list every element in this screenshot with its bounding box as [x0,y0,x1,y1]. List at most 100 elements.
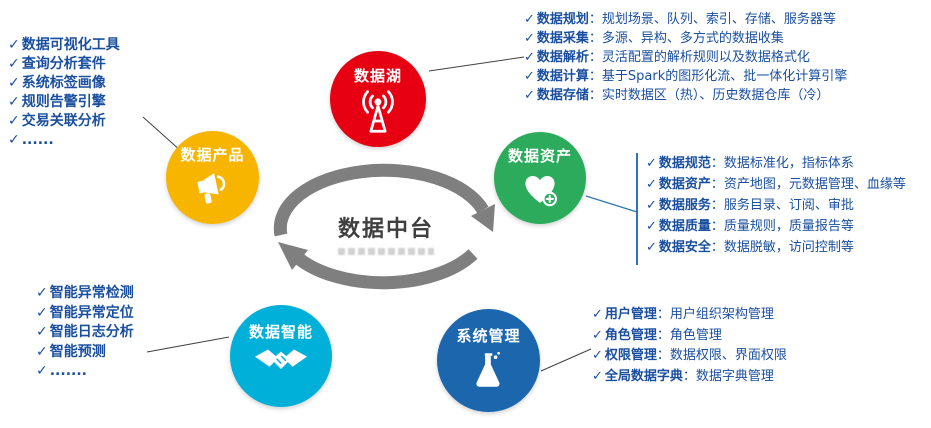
feature-term: 数据资产 [658,177,711,192]
check-icon: ✓ [646,156,657,171]
node-label-data-product: 数据产品 [180,146,245,164]
feature-desc: ：服务目录、订阅、审批 [710,198,854,213]
feature-term: 查询分析套件 [21,56,106,72]
feature-desc: ：基于Spark的图形化流、批一体化计算引擎 [588,69,848,84]
heart-plus-icon [525,175,558,207]
megaphone-icon [196,173,225,204]
feature-item: ✓系统标签画像 [8,74,120,93]
connector-system-list [540,348,592,372]
center-title: 数据中台 [337,217,434,242]
feature-desc: ：实时数据区（热）、历史数据仓库（冷） [588,88,830,103]
check-icon: ✓ [524,69,535,84]
feature-desc: ：数据脱敏，访问控制等 [710,240,854,255]
feature-item: ✓智能预测 [36,343,134,363]
feature-term: 规则告警引擎 [21,94,106,110]
feature-item: ✓智能异常检测 [36,284,134,304]
connector-intelligence-list [146,336,230,353]
handshake-icon [255,349,307,369]
feature-item: ✓交易关联分析 [8,112,120,131]
feature-desc: ：质量规则，质量报告等 [710,219,854,234]
data-lake-feature-list: ✓数据规划：规划场景、队列、索引、存储、服务器等✓数据采集：多源、异构、多方式的… [524,10,847,105]
feature-term: 数据规划 [536,12,589,27]
feature-desc: ：角色管理 [656,327,722,343]
feature-item: ✓数据资产：资产地图，元数据管理、血缘等 [646,174,906,195]
feature-item: ✓角色管理：角色管理 [592,326,787,347]
feature-item: ✓查询分析套件 [8,55,120,74]
feature-term: 数据安全 [658,240,711,255]
feature-term: 智能预测 [49,343,106,360]
check-icon: ✓ [592,348,603,363]
feature-desc: ：数据字典管理 [682,368,774,384]
feature-term: 全局数据字典 [604,368,683,384]
feature-desc: ：灵活配置的解析规则以及数据格式化 [588,50,810,65]
feature-term: ....... [49,363,87,379]
cycle-arrowhead-right [471,204,495,232]
feature-item: ✓数据存储：实时数据区（热）、历史数据仓库（冷） [524,86,847,105]
check-icon: ✓ [646,219,657,234]
cycle-arrowhead-left [278,242,308,270]
check-icon: ✓ [36,363,48,379]
check-icon: ✓ [36,324,48,340]
feature-term: 数据质量 [658,219,711,234]
feature-desc: ：数据权限、界面权限 [656,348,787,363]
feature-desc: ：规划场景、队列、索引、存储、服务器等 [588,12,836,27]
connector-product-list [142,116,182,152]
feature-term: 智能日志分析 [49,324,134,340]
feature-item: ✓权限管理：数据权限、界面权限 [592,346,787,367]
feature-item: ✓数据可视化工具 [8,36,120,55]
node-data-lake: 数据湖 [330,51,426,147]
watermark-smudge [338,248,434,255]
feature-term: 数据可视化工具 [21,37,120,53]
flask-icon [475,351,500,387]
feature-term: 交易关联分析 [21,113,106,129]
feature-term: 智能异常检测 [49,285,134,301]
feature-desc: ：资产地图，元数据管理、血缘等 [710,177,906,192]
feature-term: ...... [21,132,54,148]
feature-term: 数据服务 [658,198,711,213]
check-icon: ✓ [592,327,603,343]
feature-term: 角色管理 [604,327,657,343]
feature-item: ✓数据解析：灵活配置的解析规则以及数据格式化 [524,48,847,67]
feature-item: ✓数据规范：数据标准化，指标体系 [646,153,906,174]
node-label-data-asset: 数据资产 [507,147,572,165]
check-icon: ✓ [36,343,48,360]
connector-asset-list [585,195,638,213]
feature-item: ✓数据服务：服务目录、订阅、审批 [646,195,906,216]
check-icon: ✓ [524,50,535,65]
feature-term: 用户管理 [604,307,657,322]
feature-term: 智能异常定位 [49,304,134,321]
node-label-system-management: 系统管理 [456,327,521,345]
feature-item: ✓数据计算：基于Spark的图形化流、批一体化计算引擎 [524,67,847,86]
feature-item: ✓数据采集：多源、异构、多方式的数据收集 [524,29,847,48]
check-icon: ✓ [524,12,535,27]
feature-item: ✓智能日志分析 [36,323,134,343]
data-asset-feature-list: ✓数据规范：数据标准化，指标体系✓数据资产：资产地图，元数据管理、血缘等✓数据服… [646,153,906,258]
cycle-arc-bottom [293,249,478,290]
check-icon: ✓ [8,94,20,110]
node-label-data-intelligence: 数据智能 [248,323,313,341]
check-icon: ✓ [8,75,20,91]
feature-term: 系统标签画像 [21,75,106,91]
node-data-asset: 数据资产 [494,132,586,224]
check-icon: ✓ [646,177,657,192]
feature-item: ✓数据质量：质量规则，质量报告等 [646,216,906,237]
check-icon: ✓ [592,307,603,322]
feature-term: 数据计算 [536,69,589,84]
node-system-management: 系统管理 [437,309,540,412]
feature-term: 数据采集 [536,31,589,46]
feature-item: ✓全局数据字典：数据字典管理 [592,367,787,388]
feature-term: 数据解析 [536,50,589,65]
node-data-product: 数据产品 [166,131,259,224]
data-intelligence-feature-list: ✓智能异常检测✓智能异常定位✓智能日志分析✓智能预测✓....... [36,284,134,382]
check-icon: ✓ [36,304,48,321]
check-icon: ✓ [8,37,20,53]
feature-desc: ：数据标准化，指标体系 [710,156,854,171]
data-product-feature-list: ✓数据可视化工具✓查询分析套件✓系统标签画像✓规则告警引擎✓交易关联分析✓...… [8,36,120,150]
system-management-feature-list: ✓用户管理：用户组织架构管理✓角色管理：角色管理✓权限管理：数据权限、界面权限✓… [592,305,787,387]
broadcast-icon [362,90,394,133]
feature-item: ✓数据规划：规划场景、队列、索引、存储、服务器等 [524,10,847,29]
feature-desc: ：用户组织架构管理 [656,307,774,322]
feature-term: 数据存储 [536,88,589,103]
